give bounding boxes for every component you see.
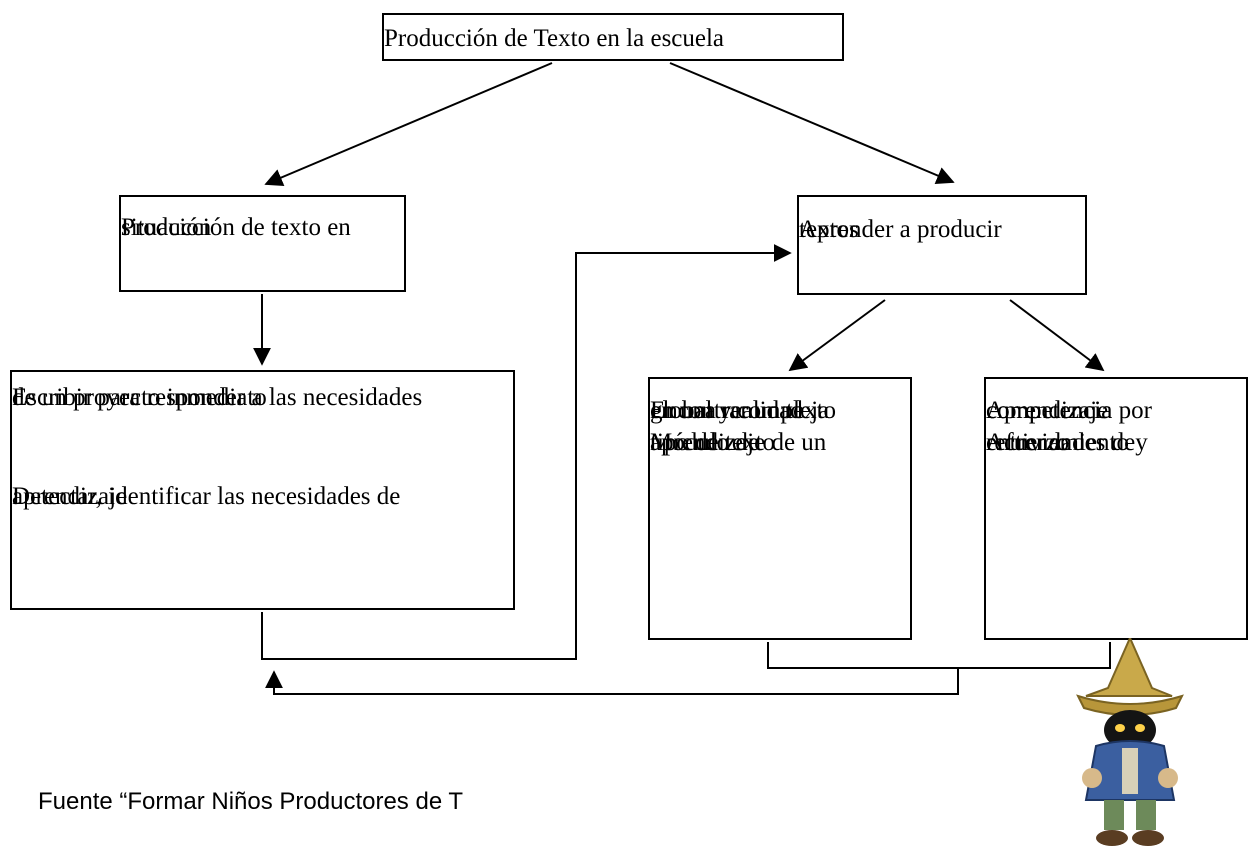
bracket-subs-bottom [767,642,1111,669]
right-title-line-2: textos [799,216,859,243]
sub-a-line-3: global y compleja [650,397,830,424]
sub-b-box: Aprendizaje competencia por competencia … [984,377,1248,640]
root-box: Producción de Texto en la escuela [382,13,844,61]
source-caption: Fuente “Formar Niños Productores de T [38,788,464,815]
arrow-root-to-left [264,62,553,186]
sub-a-line-1: Encontrar un texto [650,397,837,424]
sub-b-line-3: competencia [986,397,1113,424]
right-title-line-1: Aprender a producir [799,216,1002,243]
left-title-line-2: situación [121,214,212,241]
loop-left-to-right [261,244,792,660]
left-detail-2-line-1: Detectar, identificar las necesidades de [12,483,401,510]
left-detail-1-line-2: de un proyecto inmediato [12,384,267,411]
sub-b-line-4: Actividades de [986,429,1136,456]
sub-b-line-2: competencia por [986,397,1152,424]
feedback-arrow-to-left [265,668,959,695]
sub-b-line-1: Aprendizaje [986,397,1109,424]
root-label: Producción de Texto en la escuela [384,25,725,52]
sub-a-line-6: tipo de texto [650,429,775,456]
right-title-box: Aprender a producir textos [797,195,1087,295]
arrow-right-to-sub-b [1009,299,1105,372]
wizard-character-icon [1076,638,1184,846]
left-detail-2-line-2: aprendizaje [12,483,128,510]
sub-b-line-6: refuerzo [986,429,1070,456]
left-detail-box: Escribir para responder a las necesidade… [10,370,515,610]
sub-a-line-2: en una realidad [650,397,803,424]
sub-a-line-4: Módulo de [650,429,760,456]
arrow-right-to-sub-a [788,299,886,372]
left-detail-1-line-1: Escribir para responder a las necesidade… [12,384,423,411]
arrow-root-to-right [669,62,955,185]
sub-b-line-5: entrenamiento y [986,429,1148,456]
left-title-box: Producción de texto en situación [119,195,406,292]
left-title-line-1: Producción de texto en [121,214,351,241]
sub-a-line-5: aprendizaje de un [650,429,827,456]
sub-a-box: Encontrar un texto en una realidad globa… [648,377,912,640]
